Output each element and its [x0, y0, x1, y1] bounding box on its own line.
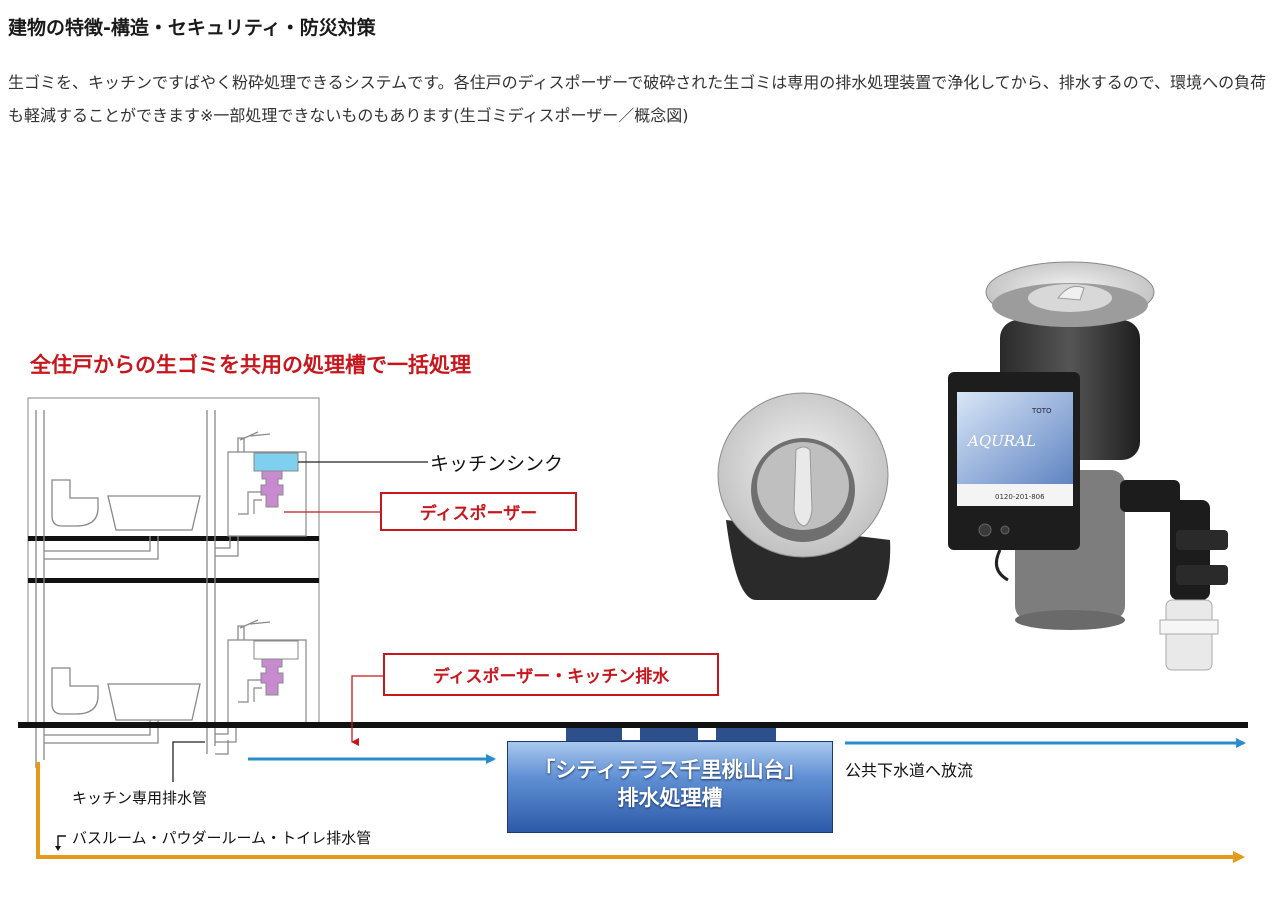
leader-kitchen-pipe [172, 741, 205, 782]
kitchen-counter-icon [227, 619, 307, 725]
label-disposer: ディスポーザー [380, 492, 577, 531]
label-kitchen-sink: キッチンシンク [430, 453, 564, 475]
tank-cap [566, 728, 776, 742]
page-title: 建物の特徴-構造・セキュリティ・防災対策 [8, 17, 376, 39]
bath-pipe-marker [57, 835, 66, 848]
diagram-headline: 全住戸からの生ゴミを共用の処理槽で一括処理 [30, 353, 471, 377]
kitchen-counter-icon [227, 431, 307, 537]
wastewater-tank: 「シティテラス千里桃山台」 排水処理槽 [507, 741, 833, 833]
label-disposer-text: ディスポーザー [419, 504, 538, 524]
toilet-icon [51, 479, 99, 527]
building-cross-section [27, 397, 320, 768]
label-kitchen-pipe: キッチン専用排水管 [72, 789, 208, 807]
product-logo: AQURAL [966, 432, 1036, 450]
page-description: 生ゴミを、キッチンですばやく粉砕処理できるシステムです。各住戸のディスポーザーで… [8, 73, 1267, 125]
product-phone: 0120-201-806 [995, 493, 1045, 501]
ground-line [18, 722, 1248, 728]
disposer-lid-photo [717, 392, 896, 600]
tank-name: 「シティテラス千里桃山台」 [534, 758, 806, 782]
bath-drain-pipe [36, 762, 1245, 863]
leader-disposer-drain [351, 675, 384, 746]
bathtub-icon [107, 495, 201, 531]
label-bath-pipe: バスルーム・パウダールーム・トイレ排水管 [72, 829, 372, 847]
label-disposer-drain-text: ディスポーザー・キッチン排水 [432, 667, 670, 687]
label-public-sewer: 公共下水道へ放流 [845, 761, 974, 780]
bathtub-icon [107, 683, 201, 721]
label-disposer-drain: ディスポーザー・キッチン排水 [383, 653, 719, 696]
tank-label: 排水処理槽 [617, 786, 723, 810]
toilet-icon [51, 667, 99, 715]
disposer-unit-photo: TOTO AQURAL 0120-201-806 [948, 261, 1228, 671]
product-brand: TOTO [1031, 407, 1052, 415]
